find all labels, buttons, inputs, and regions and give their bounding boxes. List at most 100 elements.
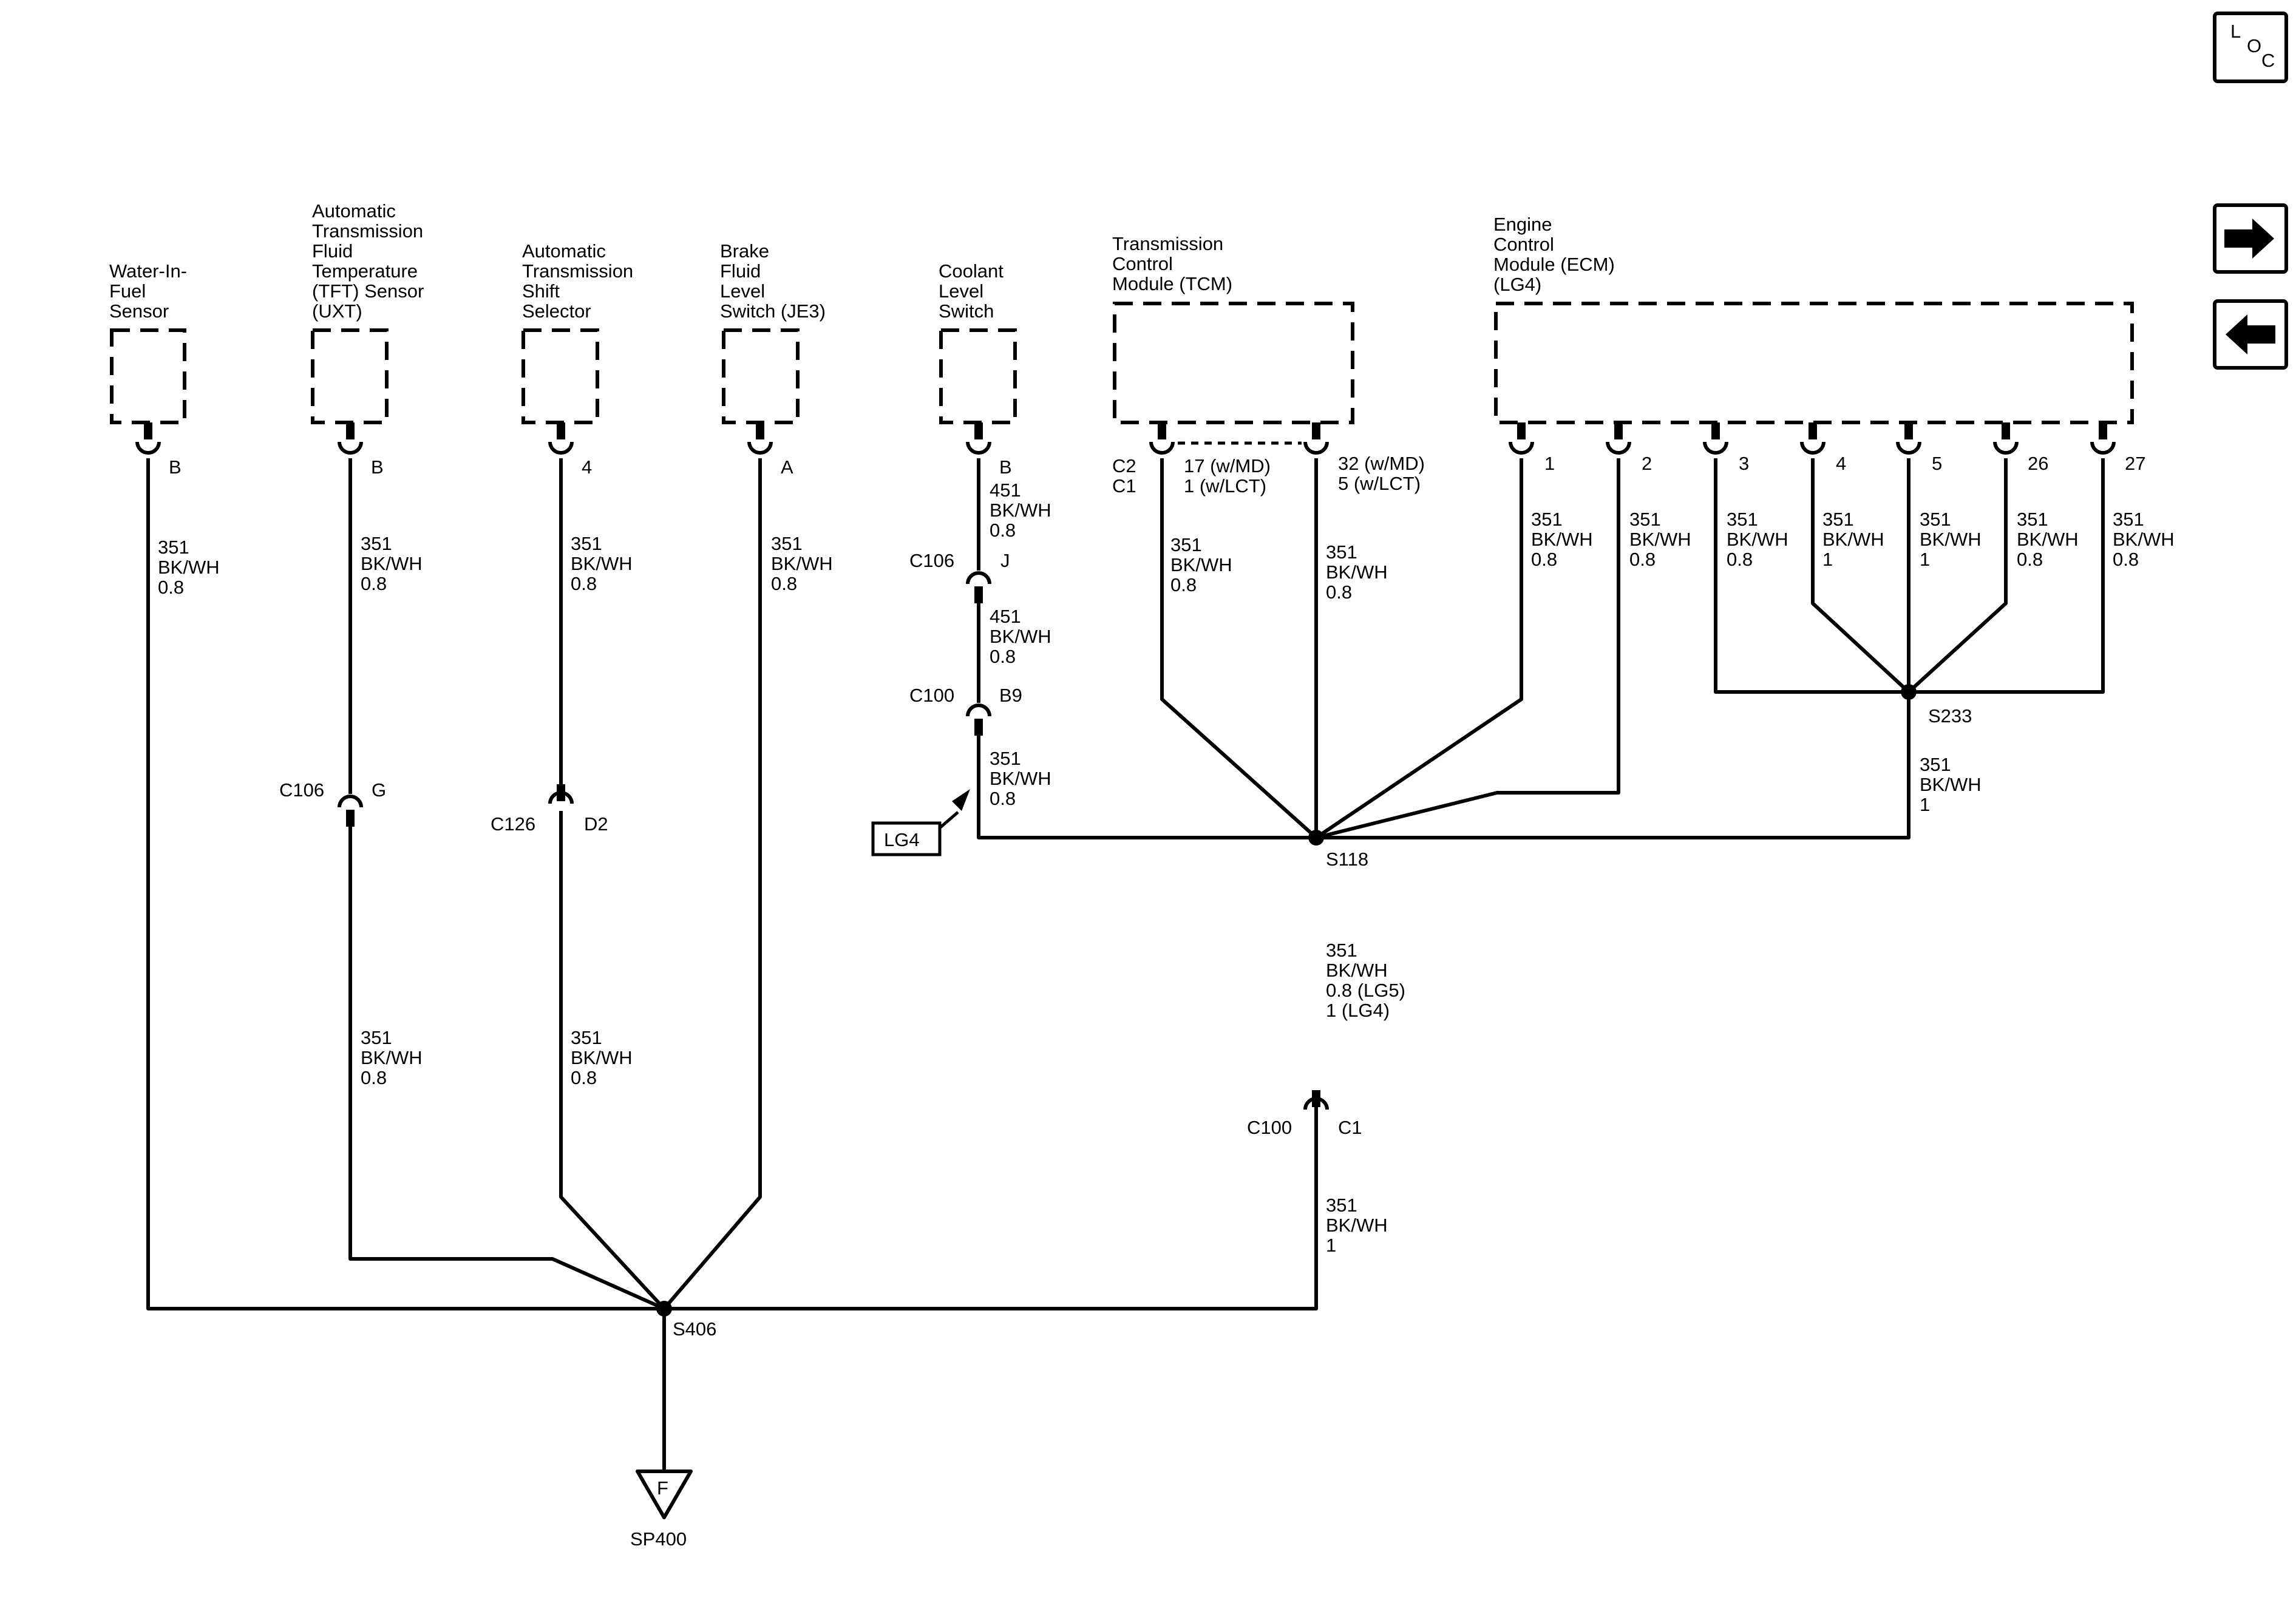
- pin-tft: [338, 422, 363, 455]
- ecm-pin-label-27: 27: [2125, 453, 2145, 474]
- pin-coolant: [966, 422, 991, 455]
- connector-c100-main-pin: C1: [1338, 1117, 1362, 1138]
- connector-c106-coolant-name: C106: [909, 550, 954, 571]
- next-page-button[interactable]: [2213, 203, 2288, 274]
- wire-label-shift-upper: 351 BK/WH 0.8: [571, 533, 637, 594]
- lg4-option-callout: LG4: [871, 789, 970, 856]
- ecm-pin-label-4: 4: [1836, 453, 1846, 474]
- connector-c100-main-name: C100: [1247, 1117, 1292, 1138]
- coolant-level-switch-box: [939, 328, 1017, 424]
- loc-letter-o: O: [2247, 35, 2261, 56]
- loc-button[interactable]: L O C: [2213, 12, 2288, 83]
- wire-label-ecm-3: 351 BK/WH 0.8: [1727, 509, 1793, 570]
- pin-ecm-26: [1993, 422, 2019, 455]
- wire-label-tft-upper: 351 BK/WH 0.8: [361, 533, 427, 594]
- wire-label-shift-lower: 351 BK/WH 0.8: [571, 1027, 637, 1088]
- ground-symbol: [636, 1470, 693, 1519]
- shift-selector-title: Automatic Transmission Shift Selector: [522, 240, 639, 322]
- tcm-box: [1113, 302, 1354, 424]
- brake-fluid-switch-box: [722, 328, 800, 424]
- pin-ecm-1: [1509, 422, 1534, 455]
- wire-tft-lower: [348, 821, 665, 1310]
- inline-connector-c106-tft: [338, 795, 363, 827]
- wire-label-c100-down: 351 BK/WH 1: [1326, 1195, 1393, 1256]
- pin-shift: [548, 422, 574, 455]
- ecm-pin-label-1: 1: [1544, 453, 1555, 474]
- splice-s233: [1901, 684, 1917, 700]
- pin-ecm-3: [1703, 422, 1728, 455]
- pin-label-brake: A: [781, 456, 793, 478]
- connector-c106-tft-pin: G: [372, 779, 386, 801]
- pin-ecm-4: [1800, 422, 1826, 455]
- inline-connector-c126: [548, 784, 574, 804]
- wire-tcm-left: [1160, 458, 1318, 839]
- pin-tcm-right: [1303, 422, 1329, 455]
- wire-label-coolant-1: 451 BK/WH 0.8: [990, 480, 1056, 541]
- coolant-level-switch-title: Coolant Level Switch: [939, 260, 1008, 322]
- ecm-title: Engine Control Module (ECM) (LG4): [1493, 214, 1620, 295]
- wire-label-coolant-3: 351 BK/WH 0.8: [990, 748, 1056, 809]
- pin-ecm-27: [2090, 422, 2116, 455]
- pin-label-water-in-fuel: B: [169, 456, 182, 478]
- brake-fluid-switch-title: Brake Fluid Level Switch (JE3): [720, 240, 826, 322]
- ecm-box: [1494, 302, 2134, 424]
- connector-c106-coolant-pin: J: [1000, 550, 1010, 571]
- arrow-right-icon: [2224, 219, 2274, 259]
- wire-label-ecm-1: 351 BK/WH 0.8: [1531, 509, 1598, 570]
- wire-label-ecm-26: 351 BK/WH 0.8: [2017, 509, 2084, 570]
- wire-label-coolant-2: 451 BK/WH 0.8: [990, 606, 1056, 667]
- wires: [146, 441, 2105, 1471]
- pin-ecm-2: [1606, 422, 1631, 455]
- wire-label-ecm-4: 351 BK/WH 1: [1822, 509, 1889, 570]
- pin-label-shift: 4: [582, 456, 592, 478]
- tcm-left-connector-labels: C2 C1: [1112, 455, 1141, 497]
- wire-shift-lower: [559, 811, 666, 1310]
- wire-brake: [662, 458, 762, 1310]
- lg4-option-label: LG4: [884, 829, 920, 850]
- water-in-fuel-sensor-box: [110, 328, 186, 424]
- ecm-pin-label-5: 5: [1932, 453, 1942, 474]
- tft-sensor-title: Automatic Transmission Fluid Temperature…: [312, 200, 429, 322]
- splice-label-s406: S406: [673, 1318, 716, 1340]
- inline-connector-c106-coolant: [966, 571, 991, 603]
- connector-c100-coolant-pin: B9: [999, 685, 1022, 706]
- wire-label-s118-down: 351 BK/WH 0.8 (LG5) 1 (LG4): [1326, 940, 1411, 1021]
- ecm-pin-label-2: 2: [1642, 453, 1652, 474]
- wire-label-tcm-right: 351 BK/WH 0.8: [1326, 541, 1393, 603]
- arrow-left-icon: [2226, 314, 2275, 354]
- wire-ecm-4: [1811, 458, 1911, 694]
- loc-letter-c: C: [2261, 50, 2275, 71]
- ecm-pin-label-26: 26: [2028, 453, 2048, 474]
- wire-ecm-26: [1907, 458, 2008, 694]
- loc-letter-l: L: [2230, 21, 2241, 42]
- wire-ecm-2: [1316, 458, 1620, 839]
- wire-label-ecm-5: 351 BK/WH 1: [1920, 509, 1986, 570]
- pin-tcm-left: [1149, 422, 1175, 455]
- wire-label-wif: 351 BK/WH 0.8: [158, 537, 225, 598]
- inline-connector-c100-coolant: [966, 703, 991, 736]
- tft-sensor-box: [311, 328, 389, 424]
- connector-c100-coolant-name: C100: [909, 685, 954, 706]
- wire-ecm-1: [1315, 458, 1523, 839]
- splice-label-s118: S118: [1326, 849, 1368, 870]
- ecm-pin-label-3: 3: [1739, 453, 1749, 474]
- wire-water-in-fuel: [146, 458, 1318, 1310]
- connector-c126-pin: D2: [584, 813, 608, 835]
- wire-coolant-3: [977, 730, 1316, 839]
- inline-connector-c100-main: [1303, 1090, 1329, 1110]
- connector-c106-tft-name: C106: [279, 779, 324, 801]
- pin-water-in-fuel: [135, 422, 161, 455]
- arrow-head-icon: [952, 789, 970, 811]
- splice-s406: [656, 1301, 672, 1317]
- shift-selector-box: [521, 328, 599, 424]
- wire-label-s233-down: 351 BK/WH 1: [1920, 754, 1986, 815]
- pin-ecm-5: [1896, 422, 1921, 455]
- previous-page-button[interactable]: [2213, 299, 2288, 370]
- splice-s118: [1308, 830, 1324, 846]
- water-in-fuel-sensor-title: Water-In- Fuel Sensor: [109, 260, 192, 322]
- pin-label-coolant: B: [999, 456, 1012, 478]
- ground-label-sp400: SP400: [630, 1528, 687, 1550]
- tcm-left-pin-labels: 17 (w/MD) 1 (w/LCT): [1184, 455, 1276, 497]
- wire-label-ecm-2: 351 BK/WH 0.8: [1629, 509, 1696, 570]
- wire-s233-to-s118: [1316, 692, 1911, 839]
